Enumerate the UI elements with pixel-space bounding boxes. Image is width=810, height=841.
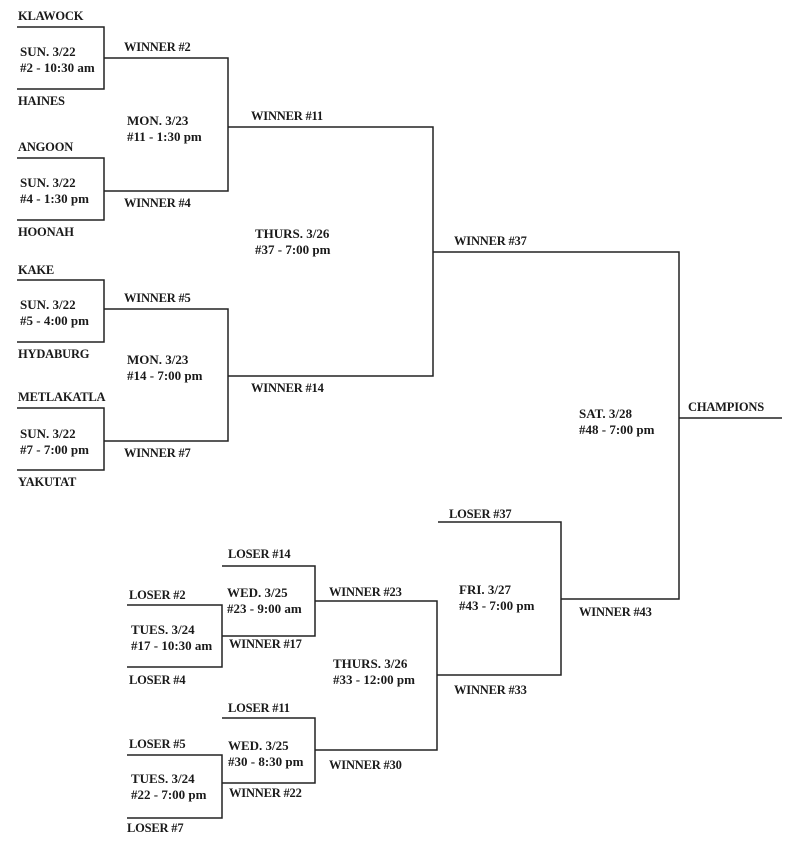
loser-7-label: LOSER #7 — [127, 821, 184, 835]
game-day: THURS. 3/26 — [333, 656, 408, 671]
game-day: SUN. 3/22 — [20, 426, 76, 441]
game-22-info: TUES. 3/24#22 - 7:00 pm — [131, 771, 206, 803]
game-day: MON. 3/23 — [127, 113, 189, 128]
winner-23-label: WINNER #23 — [329, 585, 402, 599]
loser-2-label: LOSER #2 — [129, 588, 186, 602]
game-number-time: #48 - 7:00 pm — [579, 422, 655, 437]
game-number-time: #43 - 7:00 pm — [459, 598, 535, 613]
team-klawock: KLAWOCK — [18, 9, 84, 23]
bracket-game-43 — [437, 521, 562, 676]
game-5-info: SUN. 3/22#5 - 4:00 pm — [20, 297, 89, 329]
winner-43-label: WINNER #43 — [579, 605, 652, 619]
winner-17-label: WINNER #17 — [229, 637, 302, 651]
game-day: SUN. 3/22 — [20, 44, 76, 59]
winner-14-label: WINNER #14 — [251, 381, 324, 395]
bracket-game-11 — [104, 57, 229, 192]
game-17-info: TUES. 3/24#17 - 10:30 am — [131, 622, 212, 654]
game-number-time: #33 - 12:00 pm — [333, 672, 415, 687]
game-33-info: THURS. 3/26#33 - 12:00 pm — [333, 656, 415, 688]
team-yakutat: YAKUTAT — [18, 475, 77, 489]
game-day: THURS. 3/26 — [255, 226, 330, 241]
game-day: TUES. 3/24 — [131, 771, 195, 786]
game-number-time: #30 - 8:30 pm — [228, 754, 304, 769]
game-day: SUN. 3/22 — [20, 297, 76, 312]
game-37-info: THURS. 3/26#37 - 7:00 pm — [255, 226, 330, 258]
game-number-time: #17 - 10:30 am — [131, 638, 213, 653]
game-48-info: SAT. 3/28#48 - 7:00 pm — [579, 406, 654, 438]
team-hoonah: HOONAH — [18, 225, 74, 239]
game-day: FRI. 3/27 — [459, 582, 511, 597]
game-23-info: WED. 3/25#23 - 9:00 am — [227, 585, 302, 617]
game-number-time: #5 - 4:00 pm — [20, 313, 89, 328]
winner-7-label: WINNER #7 — [124, 446, 191, 460]
game-4-info: SUN. 3/22#4 - 1:30 pm — [20, 175, 89, 207]
loser-4-label: LOSER #4 — [129, 673, 186, 687]
game-day: WED. 3/25 — [227, 585, 288, 600]
game-number-time: #11 - 1:30 pm — [127, 129, 202, 144]
bracket-game-14 — [104, 308, 229, 442]
winner-11-label: WINNER #11 — [251, 109, 323, 123]
loser-5-label: LOSER #5 — [129, 737, 186, 751]
game-7-info: SUN. 3/22#7 - 7:00 pm — [20, 426, 89, 458]
game-number-time: #4 - 1:30 pm — [20, 191, 89, 206]
winner-4-label: WINNER #4 — [124, 196, 191, 210]
loser-11-label: LOSER #11 — [228, 701, 290, 715]
team-metlakatla: METLAKATLA — [18, 390, 106, 404]
team-kake: KAKE — [18, 263, 55, 277]
game-day: TUES. 3/24 — [131, 622, 195, 637]
team-angoon: ANGOON — [18, 140, 74, 154]
winner-2-label: WINNER #2 — [124, 40, 191, 54]
winner-30-label: WINNER #30 — [329, 758, 402, 772]
game-day: SUN. 3/22 — [20, 175, 76, 190]
game-14-info: MON. 3/23#14 - 7:00 pm — [127, 352, 202, 384]
game-number-time: #22 - 7:00 pm — [131, 787, 207, 802]
game-day: SAT. 3/28 — [579, 406, 632, 421]
game-day: WED. 3/25 — [228, 738, 289, 753]
game-day: MON. 3/23 — [127, 352, 189, 367]
winner-33-label: WINNER #33 — [454, 683, 527, 697]
game-30-info: WED. 3/25#30 - 8:30 pm — [228, 738, 303, 770]
game-2-info: SUN. 3/22#2 - 10:30 am — [20, 44, 95, 76]
bracket-game-7 — [17, 407, 105, 471]
winner-37-label: WINNER #37 — [454, 234, 527, 248]
loser-14-label: LOSER #14 — [228, 547, 291, 561]
bracket-game-5 — [17, 279, 105, 343]
game-number-time: #14 - 7:00 pm — [127, 368, 203, 383]
winner-22-label: WINNER #22 — [229, 786, 302, 800]
bracket-game-22 — [127, 754, 223, 819]
game-number-time: #2 - 10:30 am — [20, 60, 95, 75]
winner-5-label: WINNER #5 — [124, 291, 191, 305]
game-number-time: #23 - 9:00 am — [227, 601, 302, 616]
team-haines: HAINES — [18, 94, 65, 108]
team-hydaburg: HYDABURG — [18, 347, 90, 361]
game-11-info: MON. 3/23#11 - 1:30 pm — [127, 113, 202, 145]
loser-37-label: LOSER #37 — [449, 507, 512, 521]
game-43-info: FRI. 3/27#43 - 7:00 pm — [459, 582, 534, 614]
game-number-time: #7 - 7:00 pm — [20, 442, 89, 457]
champions-label: CHAMPIONS — [688, 400, 764, 414]
bracket-game-48 — [433, 251, 680, 600]
game-number-time: #37 - 7:00 pm — [255, 242, 331, 257]
bracket-game-4 — [17, 157, 105, 221]
